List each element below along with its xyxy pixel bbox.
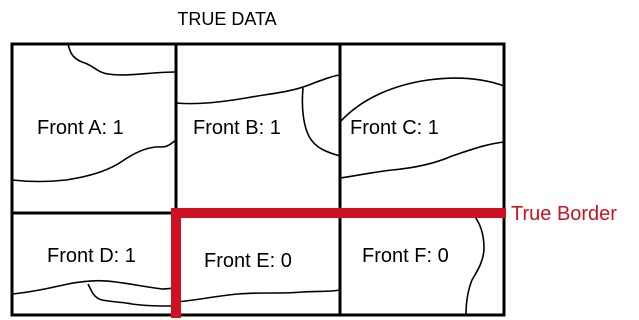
front-line-c-bottom [339,141,505,179]
front-f-label: Front F: 0 [362,245,449,267]
front-line-d-bottom [87,283,177,307]
front-lines [11,43,505,316]
front-line-d-top [11,279,177,295]
grid [10,42,506,317]
front-line-b-vertical [301,87,341,157]
front-c-label: Front C: 1 [350,117,439,139]
front-e-label: Front E: 0 [204,250,292,272]
front-line-f [465,212,485,316]
front-line-c-top [339,77,505,123]
front-labels: Front A: 1 Front B: 1 Front C: 1 Front D… [37,117,449,272]
front-b-label: Front B: 1 [193,117,281,139]
diagram-title: TRUE DATA [177,9,276,29]
true-border: True Border [171,203,617,318]
front-line-b-horizontal [175,74,341,105]
true-border-label: True Border [511,203,617,225]
front-line-e [175,289,341,303]
front-a-label: Front A: 1 [37,117,124,139]
front-line-a-bottom [11,139,177,183]
front-line-a-top [67,43,177,76]
front-d-label: Front D: 1 [47,245,136,267]
